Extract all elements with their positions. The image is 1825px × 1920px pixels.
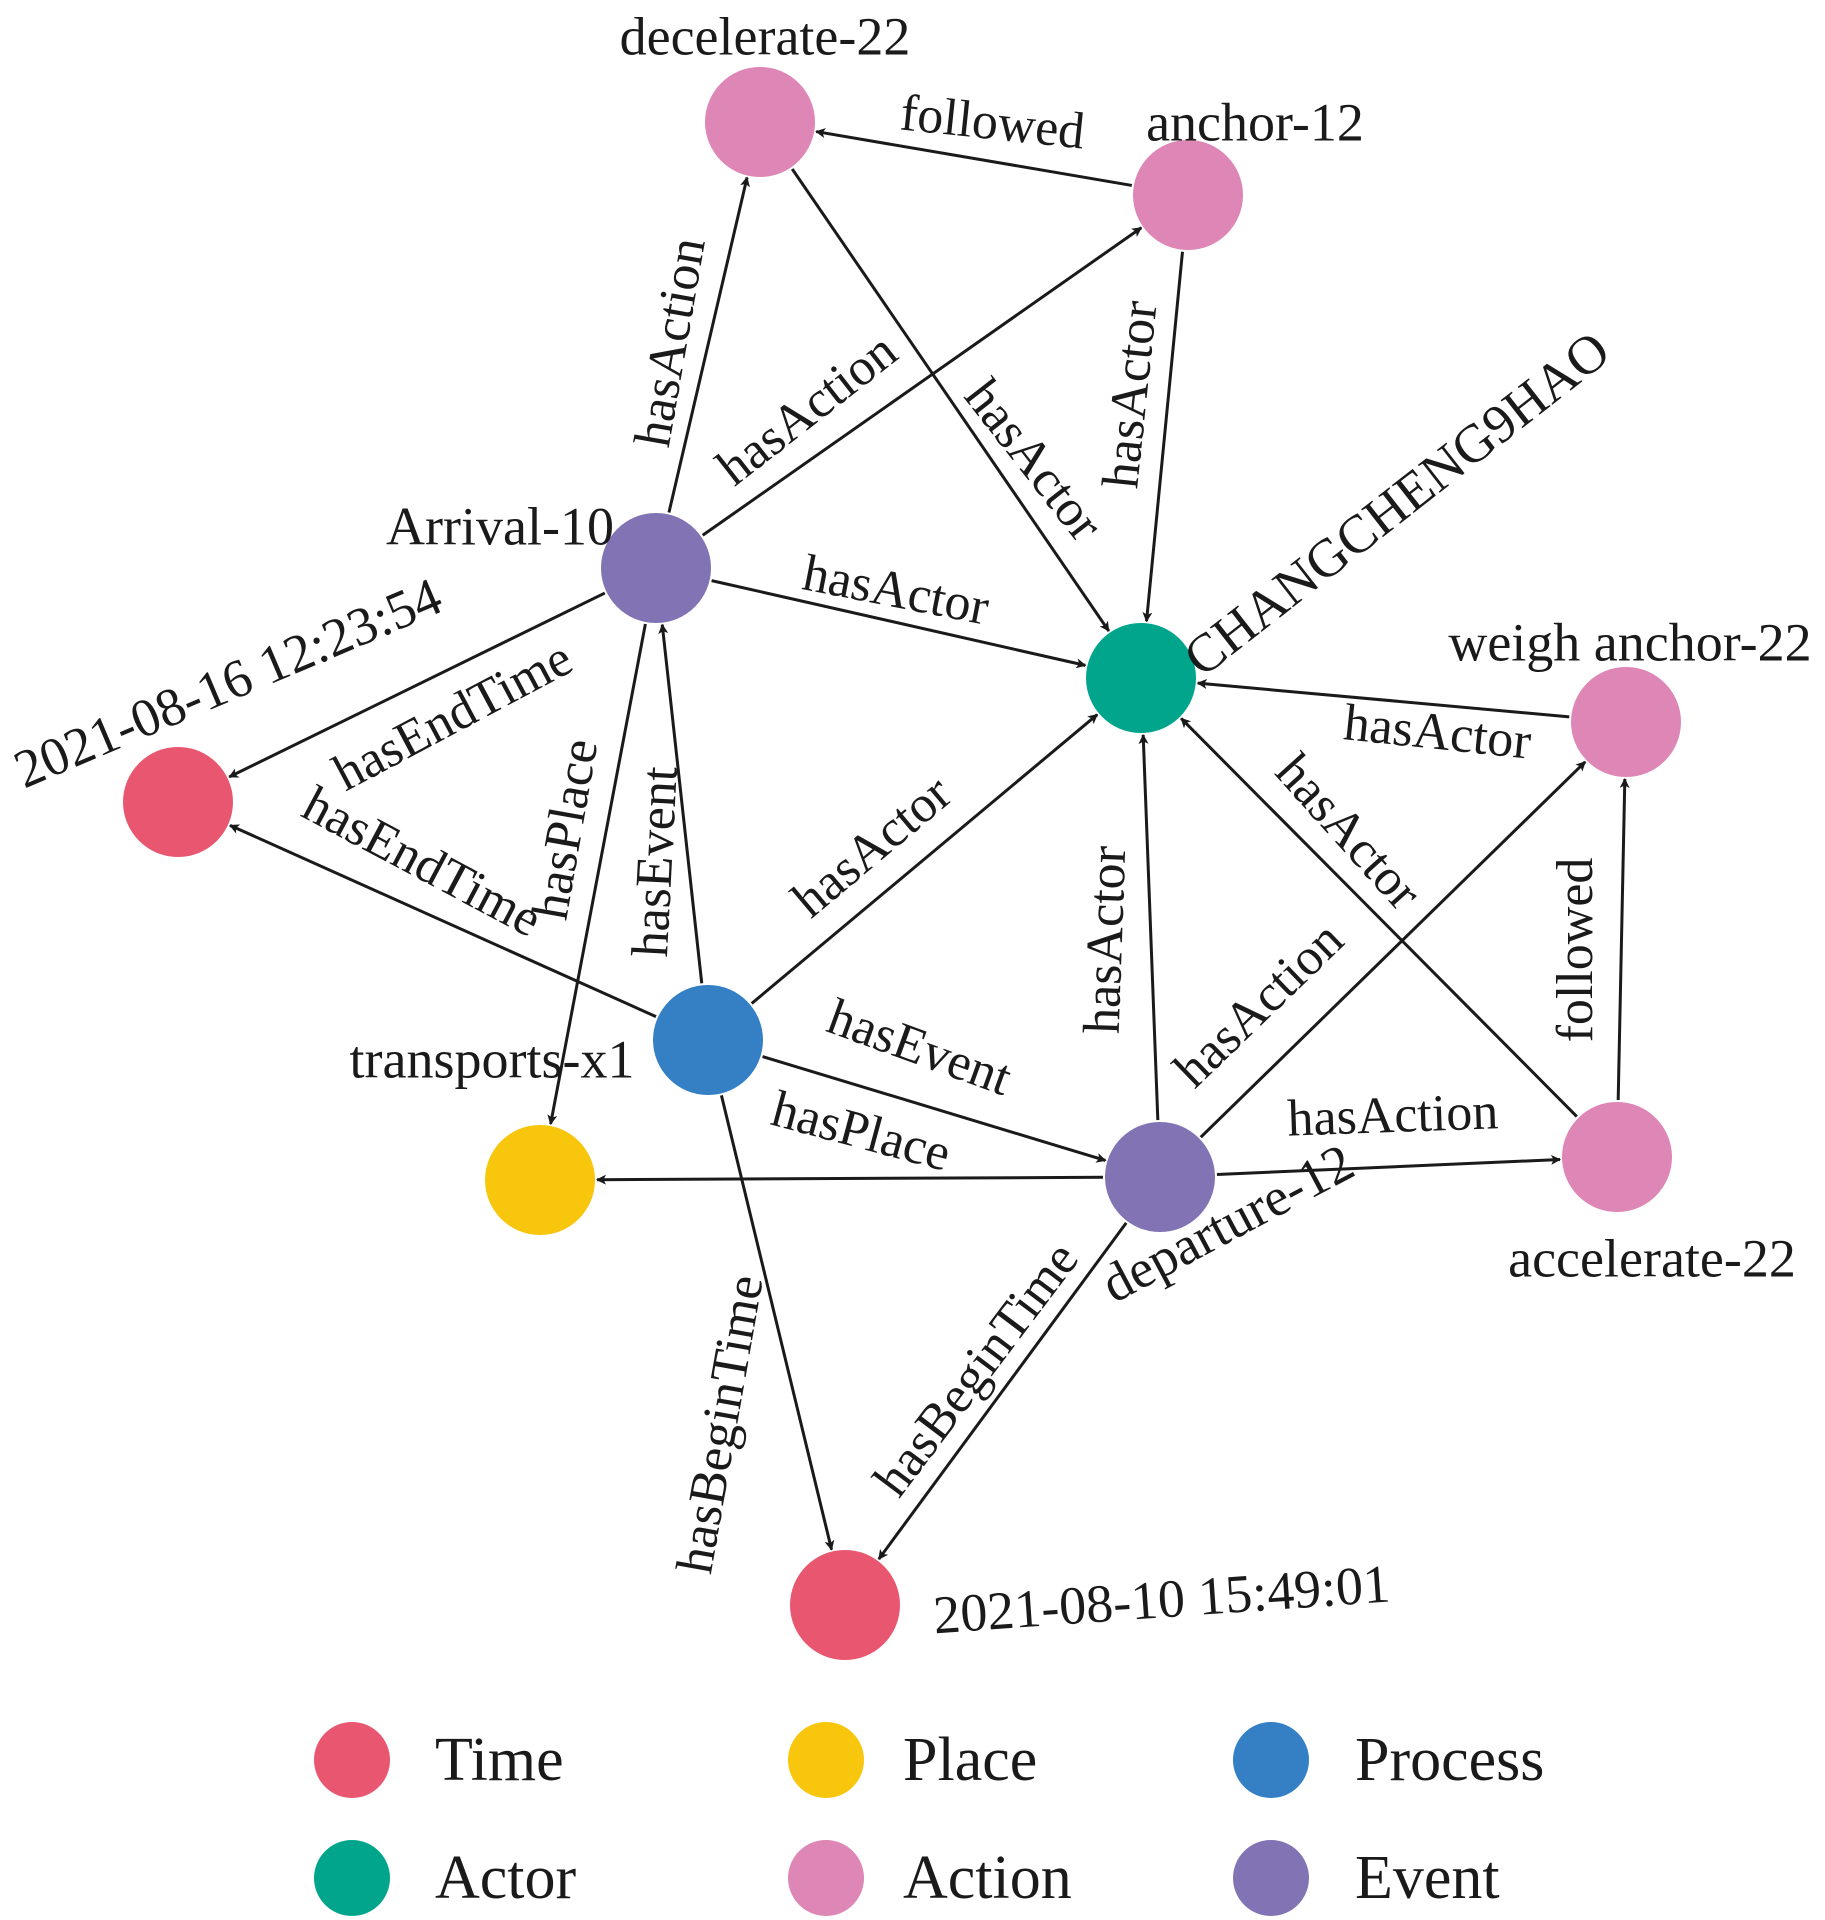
edge-departure-to-accelerate [1216,1154,1562,1177]
node-weigh [1571,667,1681,777]
legend-label-actor: Actor [435,1844,577,1912]
edge-departure-to-begintime [877,1222,1128,1560]
edge-label-hasaction: hasAction [1286,1083,1499,1147]
edge-label-hasplace: hasPlace [766,1081,956,1183]
node-decelerate [705,67,815,177]
edge-decelerate-to-changcheng [790,168,1111,632]
edge-arrival-to-endtime [228,591,606,779]
node-changcheng [1086,623,1196,733]
edge-label-hasaction: hasAction [1163,911,1354,1098]
legend-label-event: Event [1355,1844,1500,1912]
edge-anchor-to-decelerate [815,128,1133,187]
edge-label-hasactor: hasActor [1092,298,1168,491]
edge-label-hasaction: hasAction [707,322,908,497]
node-label-weigh: weigh anchor-22 [1448,612,1811,672]
edge-arrival-to-anchor [701,226,1143,537]
legend-swatch-time [314,1722,390,1798]
node-label-anchor: anchor-12 [1146,92,1364,152]
node-label-begintime: 2021-08-10 15:49:01 [931,1554,1392,1646]
node-label-transports: transports-x1 [350,1029,635,1089]
edge-accelerate-to-changcheng [1180,717,1578,1118]
legend-swatch-place [788,1722,864,1798]
edge-label-followed: followed [1547,858,1604,1043]
node-arrival [601,513,711,623]
legend-swatch-actor [314,1840,390,1916]
edge-label-hasactor: hasActor [1264,743,1432,921]
edge-transports-to-begintime [719,1095,835,1551]
edge-arrival-to-place [547,623,647,1125]
edge-label-hasendtime: hasEndTime [294,776,551,949]
edge-label-hasbegintime: hasBeginTime [863,1232,1090,1507]
node-label-accelerate: accelerate-22 [1508,1228,1796,1288]
edge-arrival-to-decelerate [667,176,750,513]
edge-transports-to-arrival [658,623,704,984]
edge-accelerate-to-weigh [1616,777,1630,1101]
legend-label-place: Place [903,1726,1037,1794]
edge-label-hasactor: hasActor [953,369,1113,552]
edge-label-hasevent: hasEvent [820,988,1019,1107]
node-transports [653,985,763,1095]
legend-swatch-event [1233,1840,1309,1916]
legend-swatch-action [788,1840,864,1916]
legend-label-process: Process [1355,1726,1544,1794]
node-label-arrival: Arrival-10 [386,496,614,556]
node-endtime [123,747,233,857]
edge-label-hasactor: hasActor [1341,694,1534,770]
edge-weigh-to-changcheng [1196,678,1570,719]
edge-transports-to-changcheng [750,713,1099,1005]
legend-swatch-process [1233,1722,1309,1798]
edge-label-hasbegintime: hasBeginTime [666,1271,774,1578]
legend-label-time: Time [435,1726,564,1794]
edge-transports-to-endtime [229,823,657,1019]
edge-label-hasaction: hasAction [624,233,717,451]
node-begintime [790,1550,900,1660]
edge-label-hasplace: hasPlace [522,735,610,924]
edge-arrival-to-changcheng [711,579,1087,669]
edge-transports-to-departure [762,1055,1107,1163]
node-place [485,1125,595,1235]
node-label-decelerate: decelerate-22 [620,6,911,66]
edge-label-hasevent: hasEvent [622,765,689,959]
edge-departure-to-weigh [1199,760,1587,1139]
node-accelerate [1562,1102,1672,1212]
node-anchor [1133,140,1243,250]
edge-departure-to-changcheng [1138,733,1160,1121]
edge-anchor-to-changcheng [1142,251,1184,623]
edge-departure-to-place [595,1174,1104,1185]
node-departure [1105,1122,1215,1232]
legend-label-action: Action [903,1844,1072,1912]
edge-label-hasactor: hasActor [1074,845,1138,1035]
